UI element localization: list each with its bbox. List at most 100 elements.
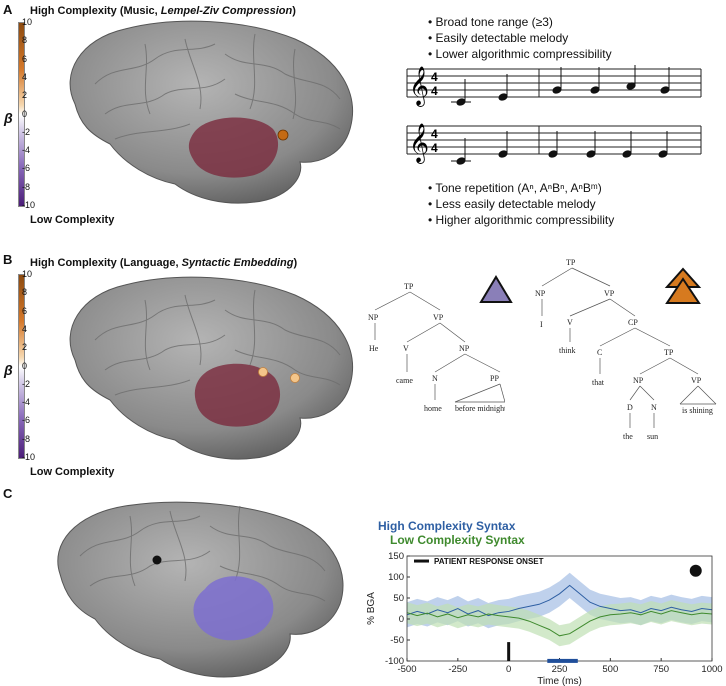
bullet: • Higher algorithmic compressibility [428,213,615,227]
node: TP [566,258,576,267]
x-tick-label: 250 [552,664,568,675]
colorbar-a-ticks: 10 8 6 4 2 0 -2 -4 -6 -8 -10 [0,18,40,213]
tick: 0 [22,361,28,371]
tick: 4 [22,324,28,334]
tick: -2 [22,127,31,137]
panel-a-letter: A [3,2,13,17]
tick: -4 [22,397,31,407]
panel-c-letter: C [3,486,13,501]
treble-clef-icon: 𝄞 [409,66,429,107]
legend-low-complexity: Low Complexity Syntax [390,533,525,547]
node: N [432,374,438,383]
syntax-tree-simple: TP NP VP He V NP came N PP home before m… [368,282,505,413]
node: think [559,346,575,355]
node: NP [633,376,644,385]
tick: -10 [22,200,36,210]
music-staff-high: 𝄞 4 4 [406,65,702,107]
tick: 0 [22,109,28,119]
tick: -4 [22,145,31,155]
node: VP [604,289,615,298]
y-tick-label: 0 [399,614,404,625]
panel-a-title: High Complexity (Music, Lempel-Ziv Compr… [30,5,296,17]
tick: 4 [22,72,28,82]
x-tick-label: 500 [602,664,618,675]
x-tick-label: -250 [448,664,467,675]
low-complexity-b: Low Complexity [30,466,115,478]
node: TP [404,282,414,291]
tick: -8 [22,434,31,444]
node: CP [628,318,638,327]
y-axis-label: % BGA [366,592,377,625]
node: home [424,404,442,413]
colorbar-a [18,22,25,207]
time-sig: 4 [431,141,438,155]
tick: -10 [22,452,36,462]
series-line [406,610,713,637]
y-tick-label: 50 [393,593,404,604]
significance-bar [547,658,578,663]
y-tick-label: 100 [388,572,404,583]
bullet: • Tone repetition (Aⁿ, AⁿBⁿ, AⁿBᵐ) [428,181,602,195]
x-axis-label: Time (ms) [537,676,582,686]
brain-b [69,276,354,460]
time-sig: 4 [431,84,438,98]
tick: 2 [22,342,28,352]
legend-high-complexity: High Complexity Syntax [378,519,516,533]
node: NP [535,289,546,298]
panel-b-letter: B [3,252,13,267]
node: I [540,320,543,329]
tick: 2 [22,90,28,100]
x-tick-label: -500 [397,664,416,675]
node: PP [490,374,499,383]
node: came [396,376,413,385]
syntax-tree-embedded: TP NP VP I V CP think C TP that NP VP is… [535,258,717,441]
treble-clef-icon: 𝄞 [409,123,429,164]
series-line [406,584,713,617]
y-tick-label: -100 [385,656,404,667]
tick: 10 [22,17,33,27]
triangle-simple-icon [479,275,513,303]
node: V [567,318,573,327]
tick: -8 [22,182,31,192]
tick: 6 [22,54,28,64]
node: N [651,403,657,412]
bullet: • Less easily detectable melody [428,197,596,211]
node: sun [647,432,658,441]
node: NP [459,344,470,353]
brain-a [69,20,354,204]
x-tick-label: 750 [653,664,669,675]
electrode-dot-icon [689,564,702,577]
brain-c [57,501,344,678]
y-tick-label: 150 [388,551,404,562]
x-tick-label: 0 [506,664,511,675]
node: VP [433,313,444,322]
music-high-bullets: • Broad tone range (≥3) • Easily detecta… [428,14,612,62]
bullet: • Lower algorithmic compressibility [428,47,612,61]
node: is shining [682,406,713,415]
y-tick-label: -50 [390,635,404,646]
panel-b-title: High Complexity (Language, Syntactic Emb… [30,257,298,269]
tick: -6 [22,163,31,173]
node: that [592,378,605,387]
bullet: • Easily detectable melody [428,31,569,45]
bullet: • Broad tone range (≥3) [428,15,553,29]
node: TP [664,348,674,357]
tick: 8 [22,287,28,297]
tick: 6 [22,306,28,316]
confidence-band [407,600,712,647]
node: D [627,403,633,412]
node: VP [691,376,702,385]
beta-symbol-a: β [4,110,13,126]
node: the [623,432,633,441]
time-sig: 4 [431,70,438,84]
tick: -6 [22,415,31,425]
time-sig: 4 [431,127,438,141]
beta-symbol-b: β [4,362,13,378]
node: NP [368,313,379,322]
triangle-embedded-icon [664,267,702,304]
tick: -2 [22,379,31,389]
low-complexity-a: Low Complexity [30,214,115,226]
tick: 10 [22,269,33,279]
tick: 8 [22,35,28,45]
